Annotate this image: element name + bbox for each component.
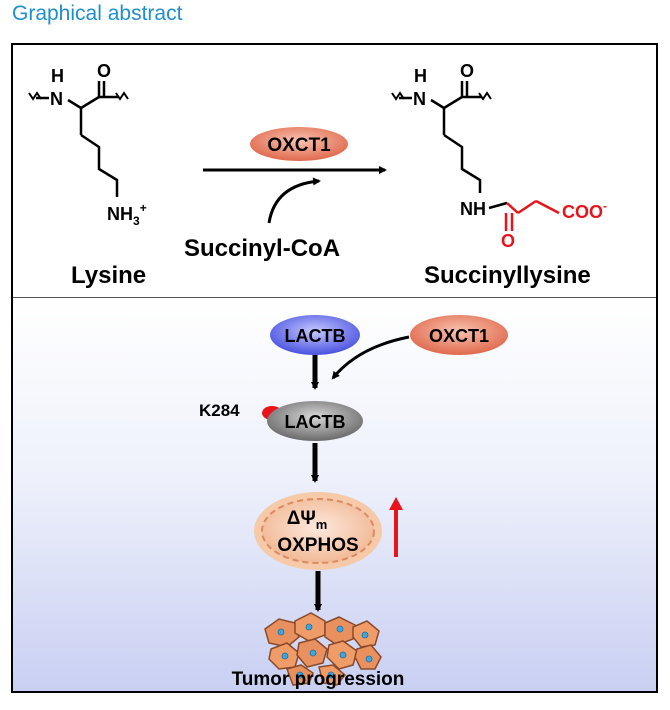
lactb-unmodified-label: LACTB — [285, 326, 346, 346]
product-h-label: H — [414, 66, 427, 86]
lactb-unmodified-ellipse — [270, 315, 360, 355]
product-o-label: O — [460, 61, 474, 81]
tumor-cell-nuclei — [277, 623, 373, 679]
succinyllysine-structure: H N O NH O COO- Succinyllysi — [391, 61, 607, 289]
lysine-nh3-label: NH3+ — [107, 201, 147, 228]
lysine-n-label: N — [50, 89, 63, 109]
lysine-nh3-superscript: + — [140, 201, 147, 215]
cofactor-curved-arrow — [267, 177, 321, 224]
membrane-potential-label: ΔΨm — [287, 508, 328, 532]
pathway-group: LACTB OXCT1 K284 LACTB ΔΨm OXPHOS — [199, 315, 508, 690]
membrane-potential-symbol: ΔΨ — [287, 508, 316, 529]
diagram-canvas: H N O NH3+ Lysine OXCT1 Succinyl-CoA — [28, 61, 607, 690]
panel-divider — [13, 297, 656, 298]
product-n-label: N — [413, 89, 426, 109]
lysine-nh3-text: NH — [107, 204, 133, 224]
succinyllysine-name: Succinyllysine — [424, 262, 591, 289]
k284-label: K284 — [199, 401, 240, 420]
abstract-frame: H N O NH3+ Lysine OXCT1 Succinyl-CoA — [11, 43, 658, 693]
succinyl-coa-label: Succinyl-CoA — [184, 235, 340, 262]
increase-arrow-head — [389, 497, 403, 510]
lactb-modified-label: LACTB — [285, 412, 346, 432]
lysine-structure: H N O NH3+ Lysine — [28, 61, 147, 289]
oxct1-enzyme-ellipse — [250, 127, 348, 161]
oxct1-pathway-ellipse — [410, 315, 508, 355]
lysine-nh3-subscript: 3 — [133, 214, 140, 228]
product-carbonyl-o-label: O — [501, 231, 515, 251]
lysine-name: Lysine — [71, 262, 146, 289]
mitochondrion-inner — [261, 498, 375, 564]
product-coo-label: COO- — [562, 199, 607, 222]
product-coo-text: COO — [562, 202, 603, 222]
oxct1-pathway-label: OXCT1 — [429, 326, 489, 346]
lysine-h-label: H — [51, 66, 64, 86]
reaction-arrow-group: OXCT1 Succinyl-CoA — [184, 127, 387, 262]
lysine-o-label: O — [97, 61, 111, 81]
oxphos-label: OXPHOS — [277, 535, 358, 556]
membrane-potential-subscript: m — [316, 517, 328, 532]
lactb-modified-ellipse — [267, 401, 363, 441]
tumor-progression-label: Tumor progression — [232, 669, 405, 690]
oxct1-curved-arrow — [331, 335, 410, 380]
product-nh-label: NH — [460, 199, 486, 219]
oxct1-enzyme-label: OXCT1 — [267, 135, 331, 156]
product-coo-superscript: - — [603, 199, 607, 213]
graphical-abstract-heading: Graphical abstract — [12, 2, 183, 25]
